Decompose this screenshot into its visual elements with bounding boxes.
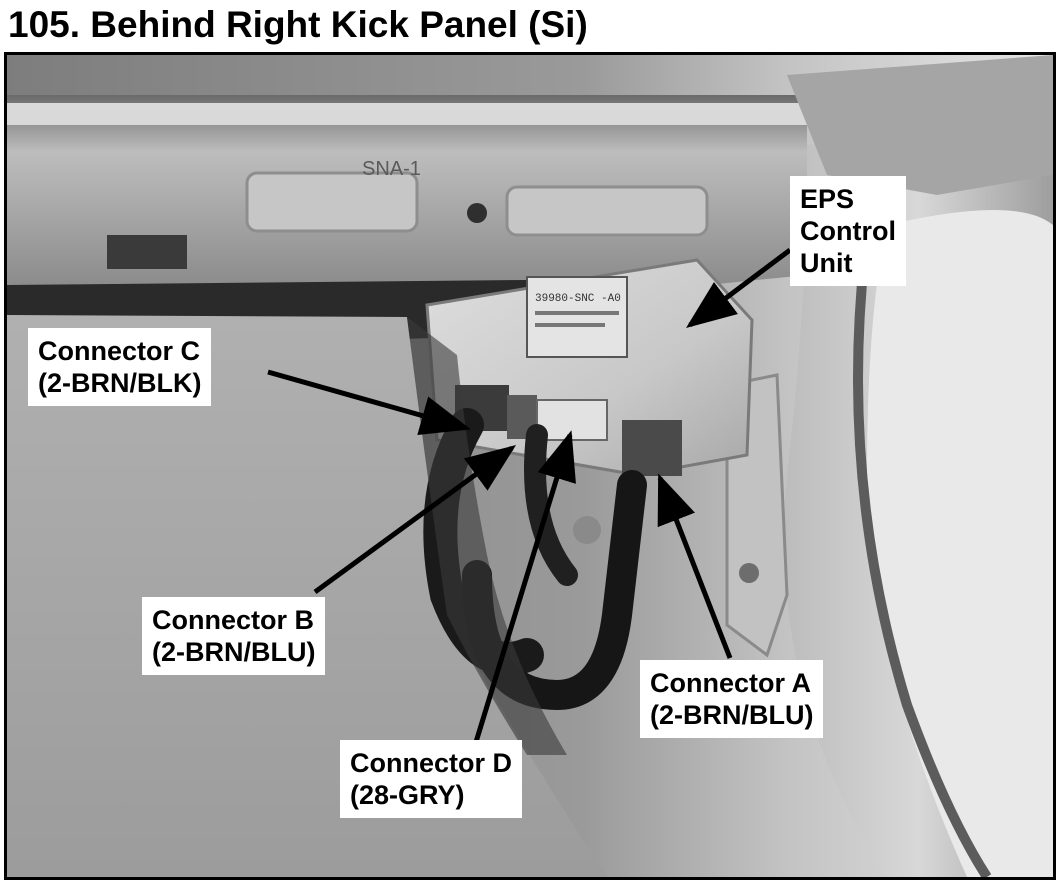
pillar-trim <box>787 55 1053 195</box>
eps-label-lines <box>535 311 619 315</box>
connector-a-body <box>622 420 682 476</box>
page-title: 105. Behind Right Kick Panel (Si) <box>8 4 588 45</box>
label-connector-a: Connector A (2-BRN/BLU) <box>640 660 824 738</box>
door-seal-edge <box>853 234 992 877</box>
bracket-bolt <box>739 563 759 583</box>
label-eps-line-1: EPS <box>800 184 855 214</box>
label-eps-line-3: Unit <box>800 248 853 278</box>
label-connector-d-spec: (28-GRY) <box>350 780 465 810</box>
label-connector-c-spec: (2-BRN/BLK) <box>38 368 202 398</box>
label-connector-c-name: Connector C <box>38 336 200 366</box>
label-eps-line-2: Control <box>800 216 896 246</box>
label-connector-d-name: Connector D <box>350 748 512 778</box>
label-eps-control-unit: EPS Control Unit <box>790 176 906 286</box>
eps-label-lines-2 <box>535 323 605 327</box>
label-connector-a-spec: (2-BRN/BLU) <box>650 700 814 730</box>
carpet <box>7 315 607 877</box>
eps-part-number: 39980-SNC -A0 <box>535 293 621 305</box>
label-connector-b: Connector B (2-BRN/BLU) <box>142 597 326 675</box>
label-connector-b-spec: (2-BRN/BLU) <box>152 637 316 667</box>
beam-marking: SNA-1 <box>362 158 421 180</box>
dash-boss-right <box>505 185 709 237</box>
dash-boss <box>245 171 419 233</box>
harness-clamp <box>573 516 601 544</box>
dash-slot-left <box>107 235 187 269</box>
label-connector-c: Connector C (2-BRN/BLK) <box>28 328 212 406</box>
eps-label-plate <box>526 276 628 358</box>
label-connector-d: Connector D (28-GRY) <box>340 740 522 818</box>
label-connector-a-name: Connector A <box>650 668 811 698</box>
dash-beam-top <box>7 103 807 125</box>
label-connector-b-name: Connector B <box>152 605 314 635</box>
dash-hole <box>467 203 487 223</box>
